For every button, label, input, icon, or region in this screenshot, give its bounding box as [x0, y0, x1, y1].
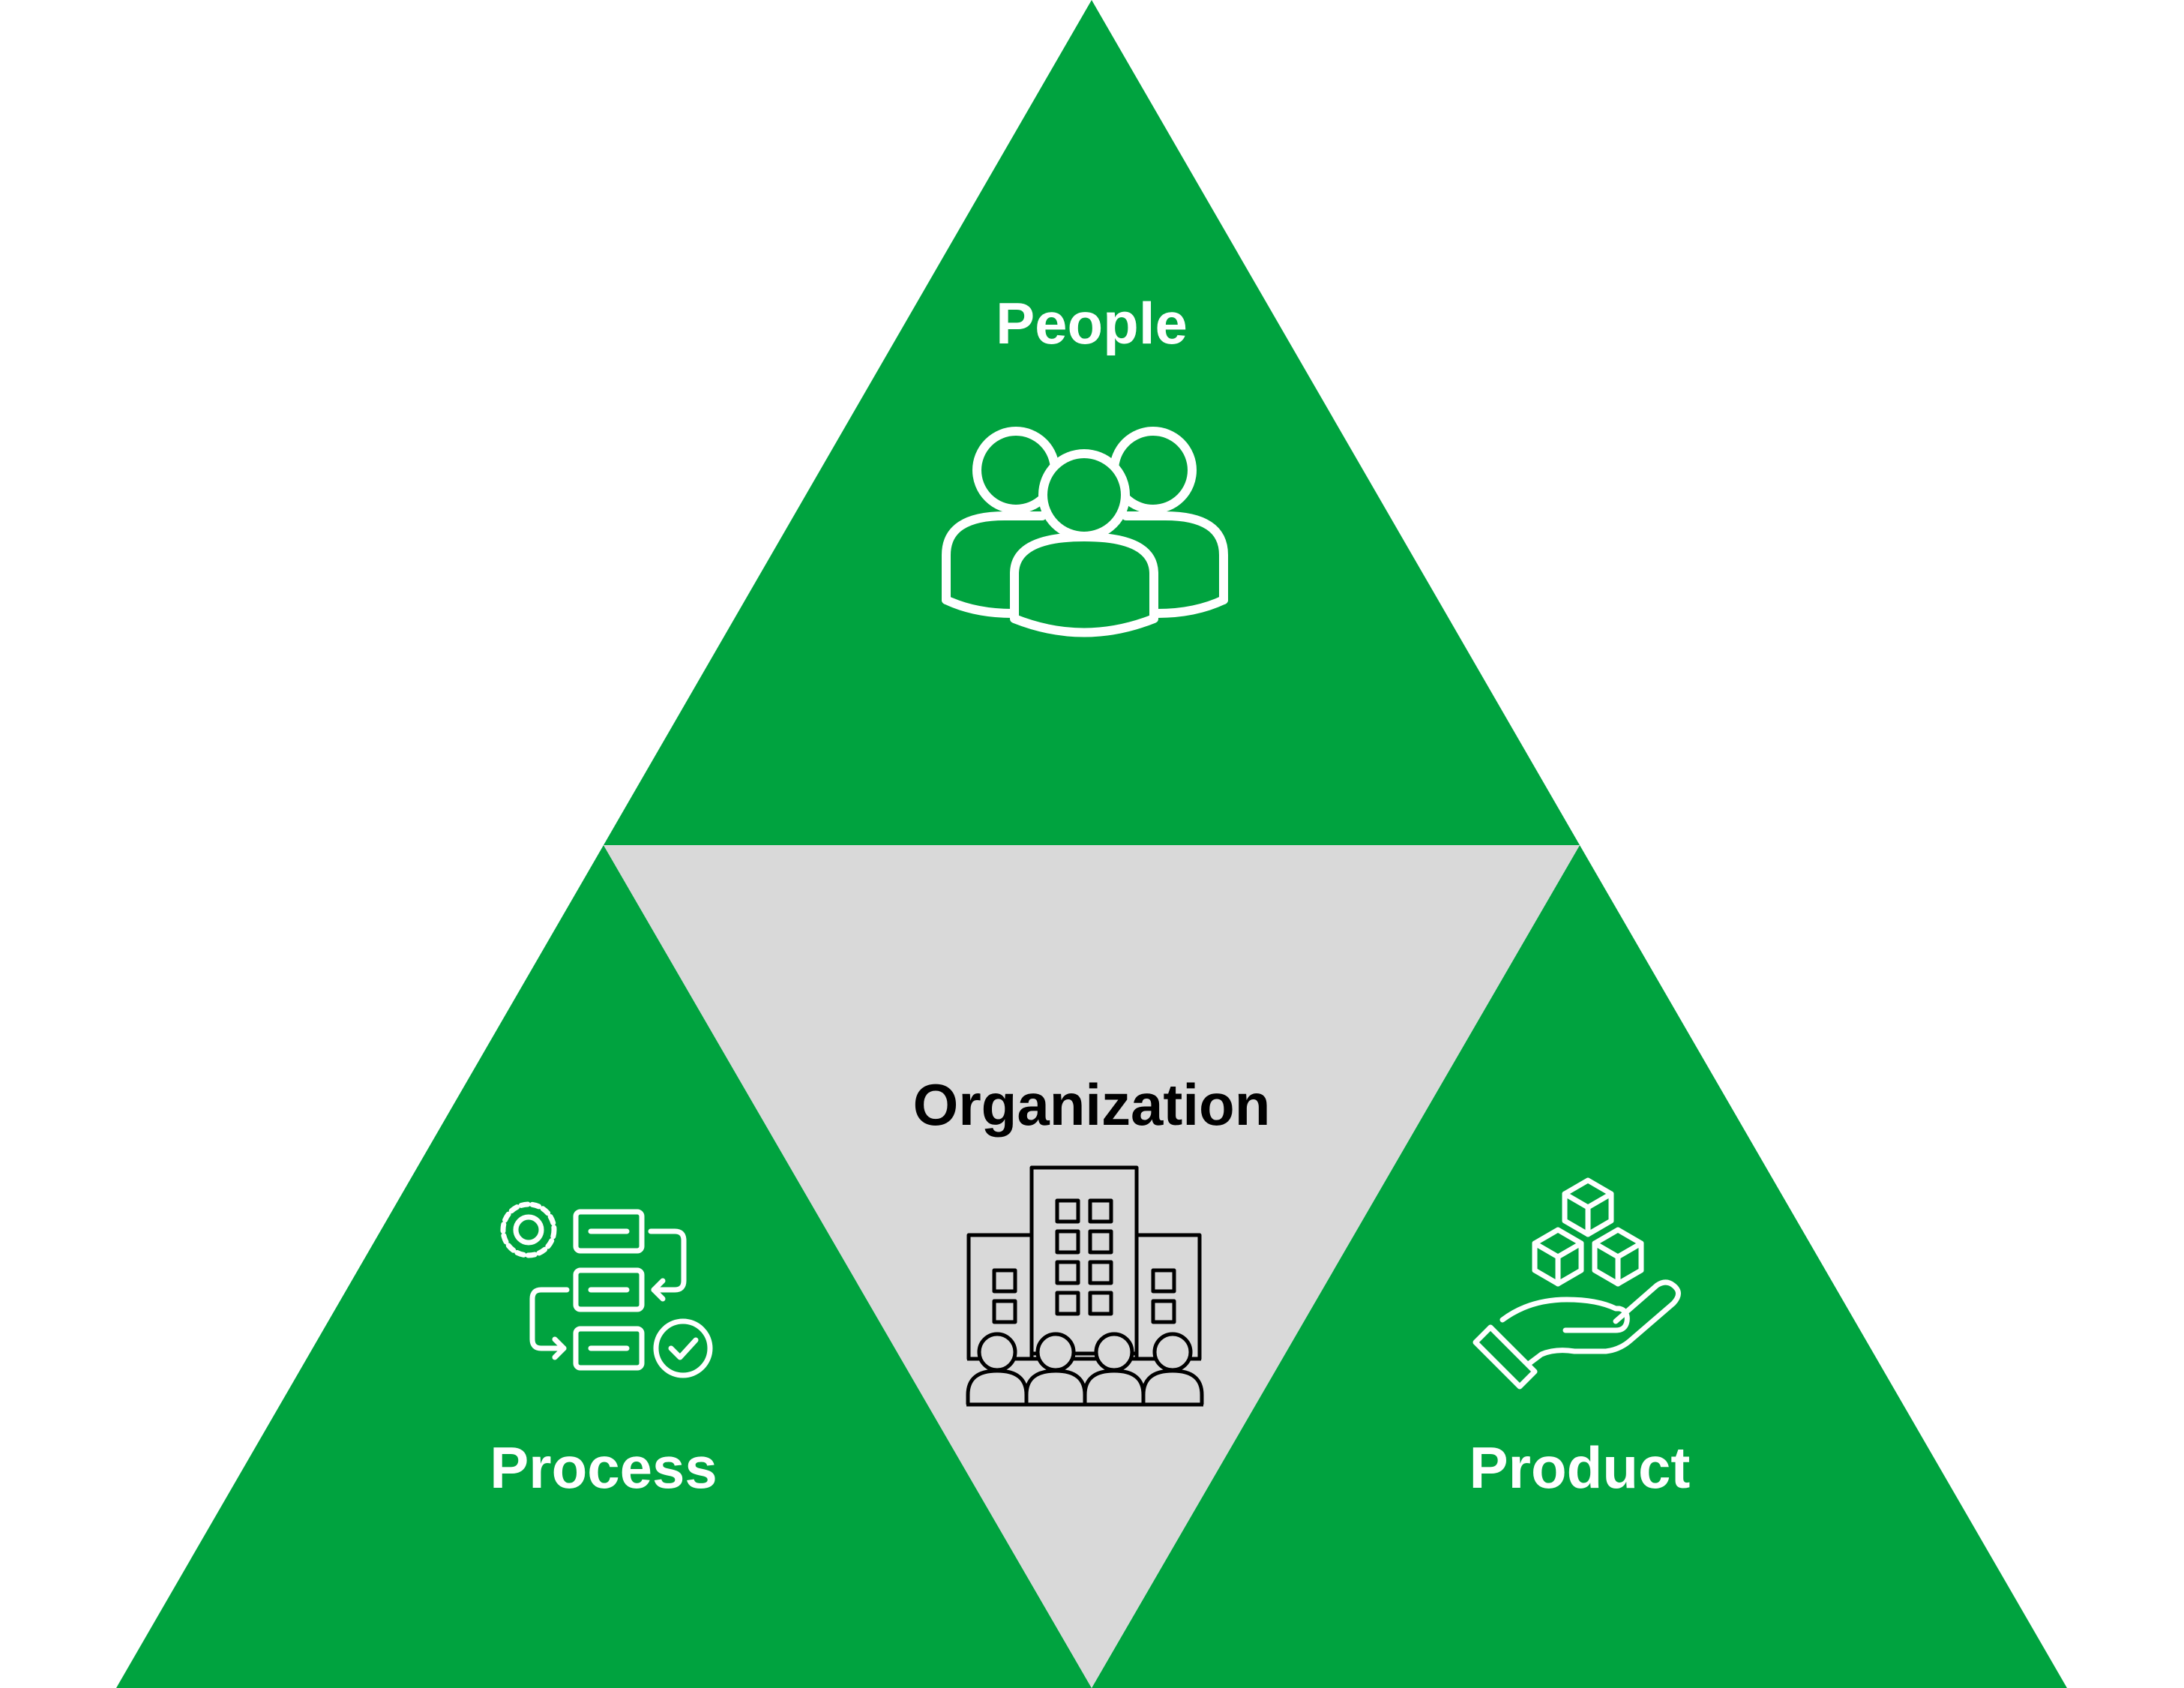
process-label: Process: [490, 1435, 718, 1501]
people-triangle: [604, 0, 1580, 845]
process-workflow-icon: [500, 1201, 713, 1378]
organization-label: Organization: [913, 1072, 1271, 1138]
product-label: Product: [1469, 1435, 1691, 1501]
people-label: People: [996, 290, 1188, 356]
hand-holding-cubes-icon: [1472, 1177, 1681, 1390]
office-building-people-icon: [966, 1165, 1204, 1407]
process-triangle: [116, 845, 1092, 1688]
people-group-icon: [942, 427, 1228, 637]
